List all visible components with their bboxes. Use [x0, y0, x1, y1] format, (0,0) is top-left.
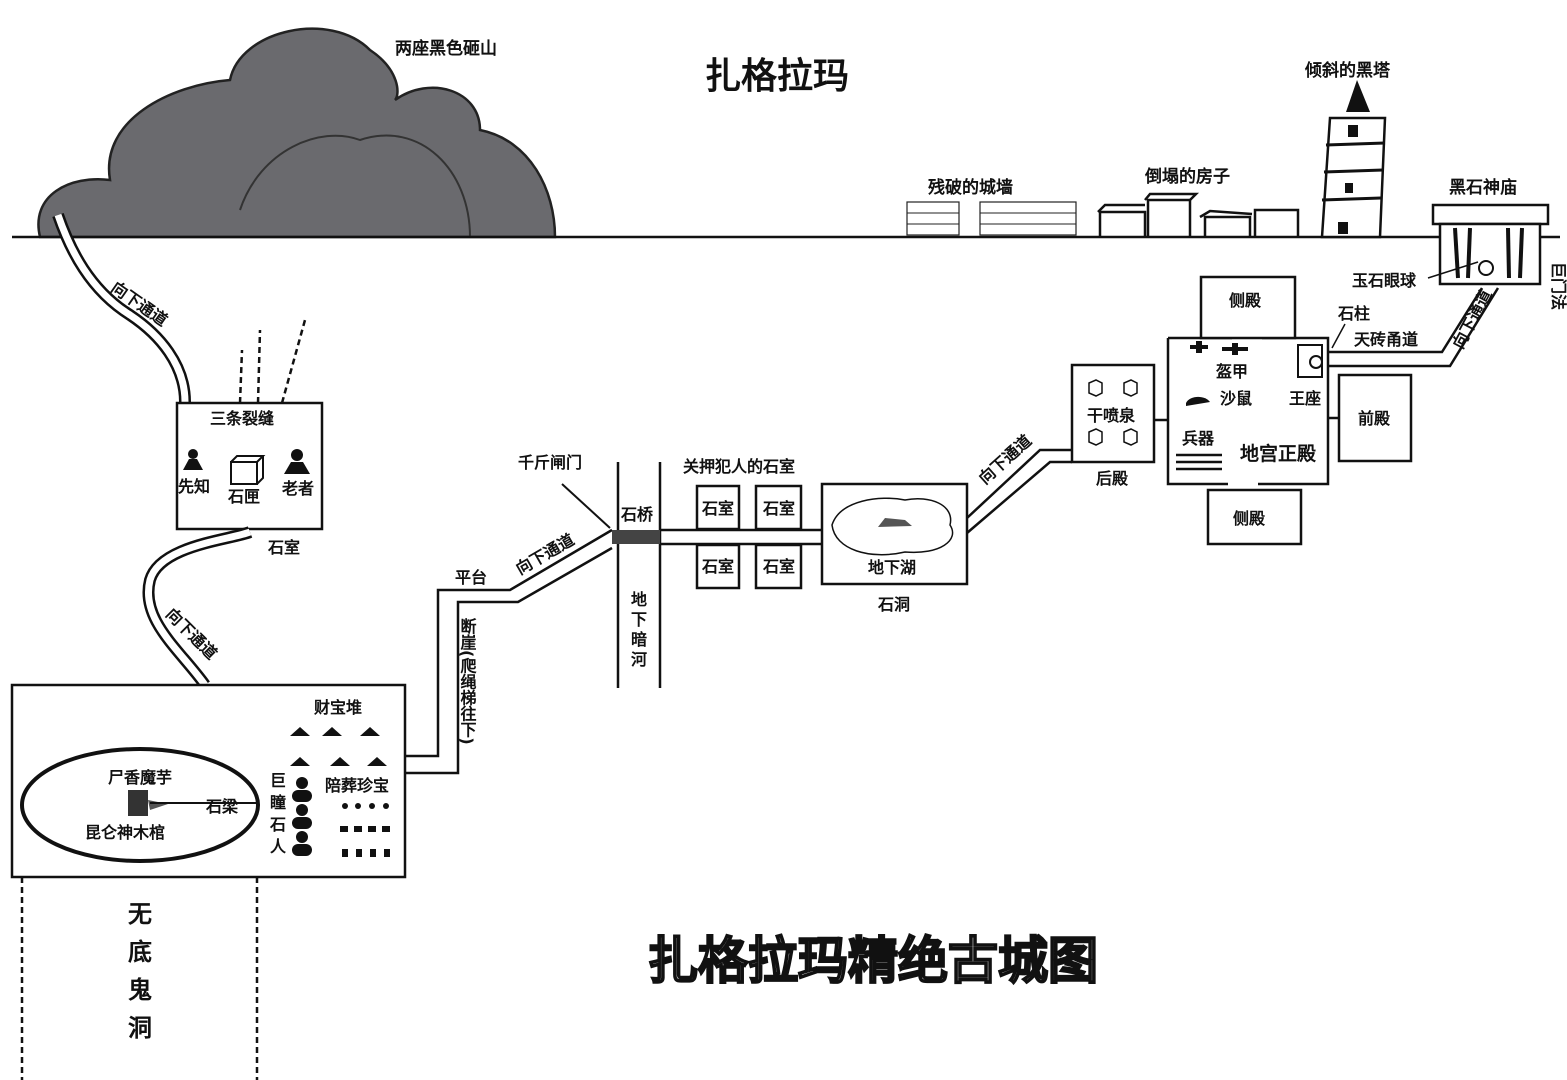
front-hall [1337, 373, 1413, 463]
armor-icons [1190, 341, 1248, 355]
river-1: 地 [631, 590, 647, 609]
gate-label: 千斤闸门 [518, 453, 582, 472]
temple-label: 黑石神庙 [1449, 177, 1517, 198]
tower-label: 倾斜的黑塔 [1304, 60, 1391, 81]
burial-label: 陪葬珍宝 [325, 776, 389, 795]
prison-room-4: 石室 [762, 557, 795, 576]
tilted-tower [1320, 80, 1387, 239]
armor-label: 盔甲 [1215, 362, 1248, 381]
fountain-icons [1088, 379, 1138, 446]
river-3: 暗 [631, 630, 647, 649]
rear-hall-label: 后殿 [1096, 469, 1129, 488]
main-hall-label: 地宫正殿 [1240, 442, 1317, 465]
rear-hall [1070, 363, 1156, 464]
giant-eye-2: 瞳 [270, 793, 286, 812]
weapons-label: 兵器 [1182, 429, 1215, 448]
houses-label: 倒塌的房子 [1144, 166, 1230, 187]
treasure-piles [290, 727, 387, 766]
wall-label: 残破的城墙 [928, 177, 1013, 198]
abyss-4: 洞 [128, 1014, 152, 1042]
mountains [37, 27, 557, 239]
elder-figure [284, 449, 310, 474]
burial-items [340, 803, 390, 857]
throne-label: 王座 [1289, 389, 1321, 408]
abyss-1: 无 [128, 900, 152, 928]
cave-label: 石洞 [877, 595, 910, 614]
cliff-passage [405, 528, 613, 758]
giant-eye-1: 巨 [270, 771, 286, 790]
chamber-label: 石室 [267, 538, 300, 557]
side-hall-top [1199, 275, 1297, 340]
prophet-label: 先知 [178, 477, 210, 496]
slope-3-label: 向下通道 [1449, 286, 1496, 351]
prison-label: 关押犯人的石室 [683, 457, 795, 476]
sand-rat-icon [1186, 396, 1210, 406]
abyss-3: 鬼 [128, 976, 152, 1004]
weapons-icons [1176, 453, 1222, 471]
temple-side-label: 巨门法 [1549, 262, 1567, 310]
treasure-pile-label: 财宝堆 [313, 698, 362, 717]
side-hall-top-label: 侧殿 [1229, 291, 1262, 310]
elder-label: 老者 [281, 479, 314, 498]
abyss-2: 底 [128, 938, 152, 966]
river-2: 下 [631, 610, 647, 629]
black-stone-temple [1431, 203, 1550, 286]
river-4: 河 [631, 650, 647, 669]
front-hall-label: 前殿 [1358, 409, 1391, 428]
throne-icon [1297, 344, 1323, 378]
prison-room-1: 石室 [701, 499, 734, 518]
giant-eye-4: 人 [270, 837, 287, 856]
prophet-figure [183, 449, 203, 470]
collapsed-houses [1097, 192, 1300, 237]
cliff-label: 断崖(爬绳梯往下) [458, 617, 478, 745]
stone-box [230, 455, 266, 485]
map-title: 扎格拉玛精绝古城图 [648, 931, 1098, 990]
tunnel-2 [142, 526, 253, 689]
eye-ball-label: 玉石眼球 [1352, 271, 1417, 290]
beam-label: 石梁 [205, 797, 239, 816]
side-hall-bottom-label: 侧殿 [1233, 509, 1266, 528]
pillar-label: 石柱 [1337, 304, 1370, 323]
stone-bridge [612, 530, 660, 544]
stone-box-label: 石匣 [227, 487, 260, 506]
corpse-flower-label: 尸香魔芋 [108, 768, 172, 787]
slope-2-label: 向下通道 [975, 431, 1035, 488]
spring-label: 干喷泉 [1087, 406, 1136, 425]
coffin-label: 昆仑神木棺 [85, 823, 165, 842]
bridge-label: 石桥 [620, 505, 654, 524]
lake-label: 地下湖 [868, 558, 916, 577]
stone-figures [292, 777, 312, 856]
broken-wall [906, 201, 1077, 236]
sand-label: 沙鼠 [1220, 389, 1252, 408]
page-title: 扎格拉玛 [705, 56, 849, 97]
corridor-label: 天砖甬道 [1354, 330, 1418, 349]
side-hall-bottom [1206, 488, 1303, 546]
prison-room-3: 石室 [701, 557, 734, 576]
cracks-label: 三条裂缝 [210, 409, 274, 428]
mountains-label: 两座黑色砸山 [395, 38, 497, 59]
platform-label: 平台 [455, 568, 487, 587]
prison-room-2: 石室 [762, 499, 795, 518]
slope-1-label: 向下通道 [513, 530, 578, 578]
giant-eye-3: 石 [269, 815, 286, 834]
